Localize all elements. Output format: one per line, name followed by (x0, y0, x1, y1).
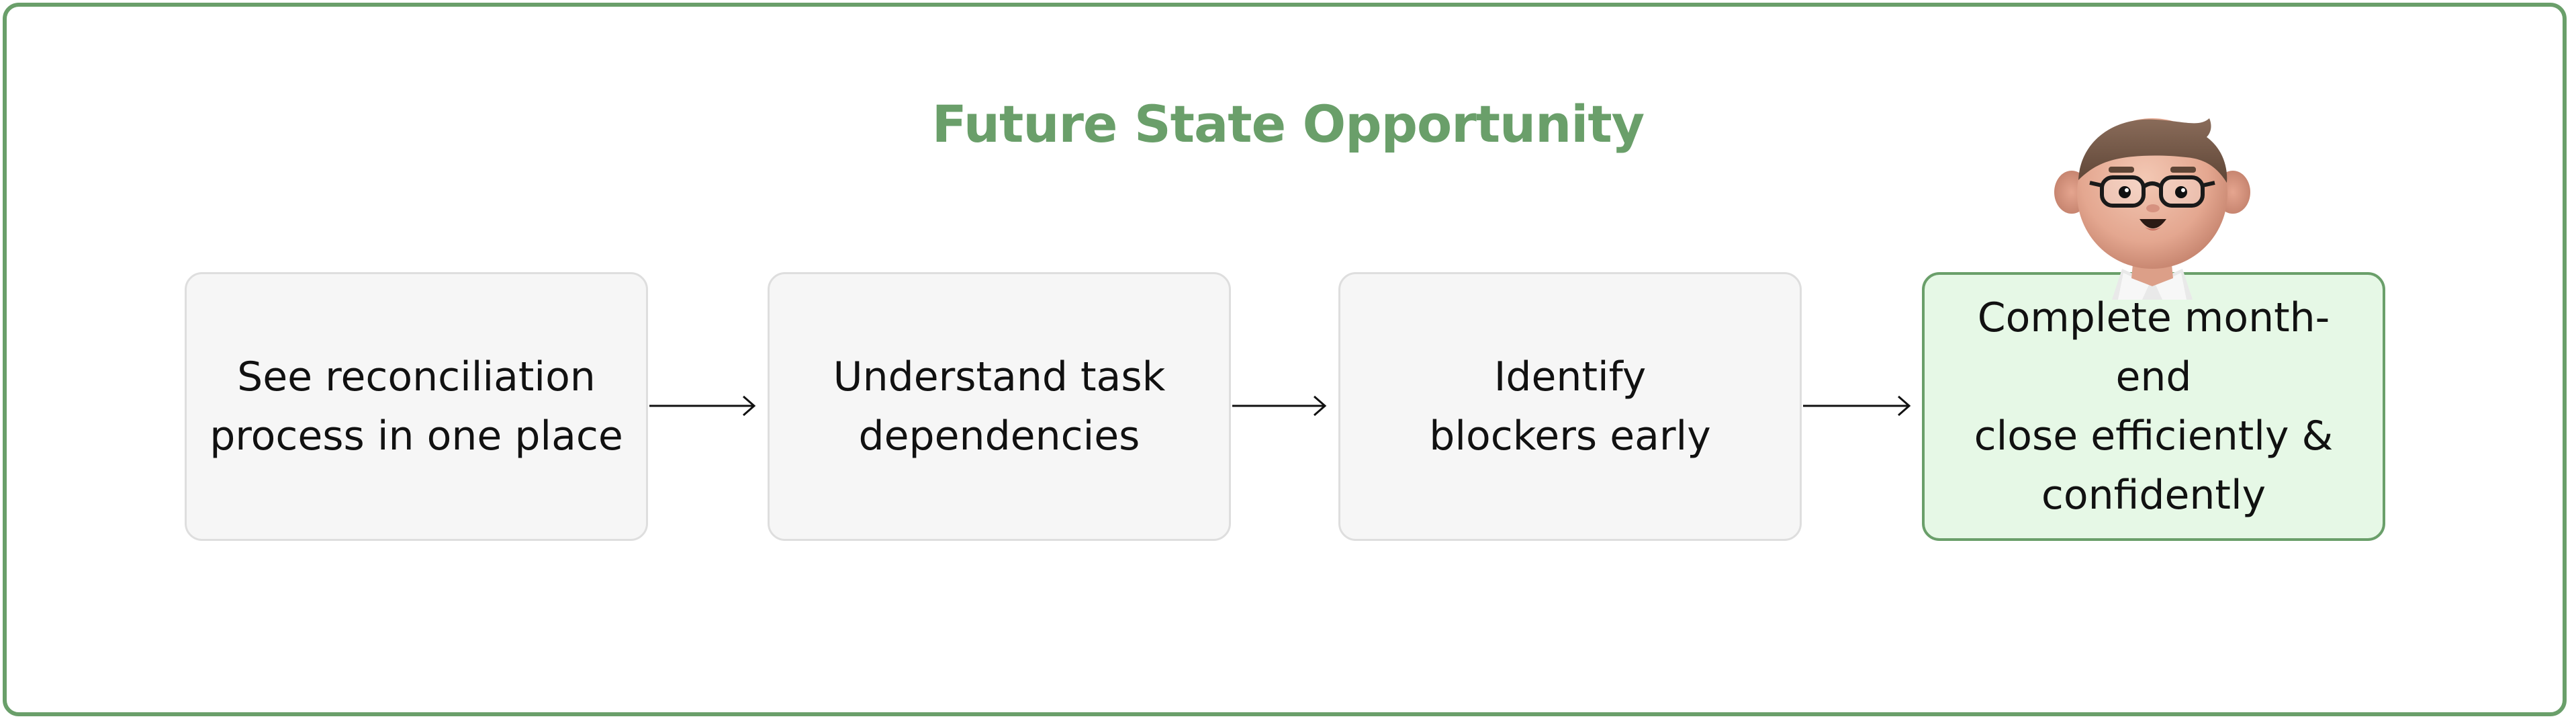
arrow-right-icon (1803, 395, 1911, 417)
diagram-title: Future State Opportunity (931, 94, 1645, 154)
arrow-right-icon (649, 395, 756, 417)
person-avatar-icon (2054, 118, 2250, 300)
process-step-3: Identify blockers early (1338, 272, 1802, 541)
process-step-2: Understand task dependencies (768, 272, 1231, 541)
process-step-label: Complete month-end close efficiently & c… (1974, 294, 2334, 519)
arrow-right-icon (1232, 395, 1327, 417)
process-step-1: See reconciliation process in one place (185, 272, 648, 541)
process-step-label: Understand task dependencies (833, 353, 1166, 460)
process-step-4-goal: Complete month-end close efficiently & c… (1922, 272, 2385, 541)
process-step-label: See reconciliation process in one place (210, 353, 623, 460)
process-step-label: Identify blockers early (1429, 353, 1711, 460)
